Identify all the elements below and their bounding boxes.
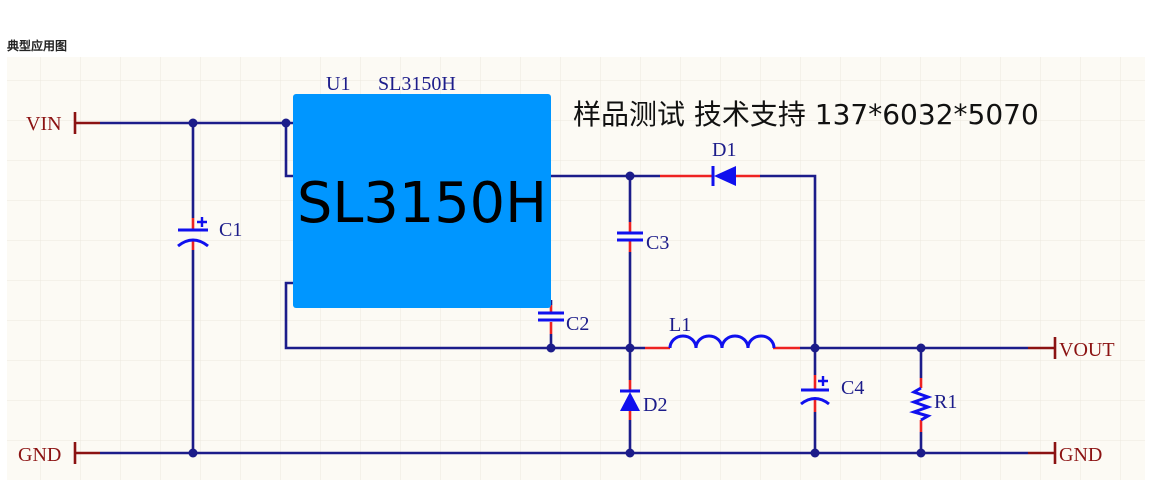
svg-text:GND: GND	[18, 444, 61, 466]
diode-d2: D2	[620, 380, 667, 420]
svg-text:C2: C2	[566, 313, 589, 335]
section-title: 典型应用图	[7, 39, 68, 53]
svg-text:D1: D1	[712, 139, 736, 161]
svg-text:R1: R1	[934, 391, 957, 413]
svg-text:GND: GND	[1059, 444, 1102, 466]
capacitor-c2: C2	[538, 305, 589, 335]
svg-text:VOUT: VOUT	[1059, 339, 1115, 361]
contact-advert: 样品测试 技术支持 137*6032*5070	[573, 98, 1039, 131]
capacitor-c3: C3	[617, 222, 669, 254]
chip-overlay-box	[293, 94, 551, 308]
chip-reference: U1	[326, 73, 350, 95]
svg-text:C3: C3	[646, 232, 669, 254]
junction-dots	[188, 118, 926, 458]
gnd-port-right: GND	[1028, 442, 1102, 466]
capacitor-c1: C1	[177, 217, 242, 250]
capacitor-c4: C4	[800, 375, 864, 412]
chip-overlay-label: SL3150H	[297, 171, 547, 236]
svg-text:D2: D2	[643, 394, 667, 416]
svg-text:VIN: VIN	[26, 113, 62, 135]
svg-text:C4: C4	[841, 377, 864, 399]
svg-text:L1: L1	[669, 314, 691, 336]
chip-part-number: SL3150H	[378, 73, 456, 95]
gnd-port-left: GND	[18, 442, 100, 466]
inductor-l1: L1	[645, 314, 800, 350]
vin-port: VIN	[26, 112, 100, 135]
svg-text:C1: C1	[219, 219, 242, 241]
resistor-r1: R1	[909, 378, 957, 432]
diode-d1: D1	[660, 139, 760, 186]
vout-port: VOUT	[1028, 337, 1115, 361]
